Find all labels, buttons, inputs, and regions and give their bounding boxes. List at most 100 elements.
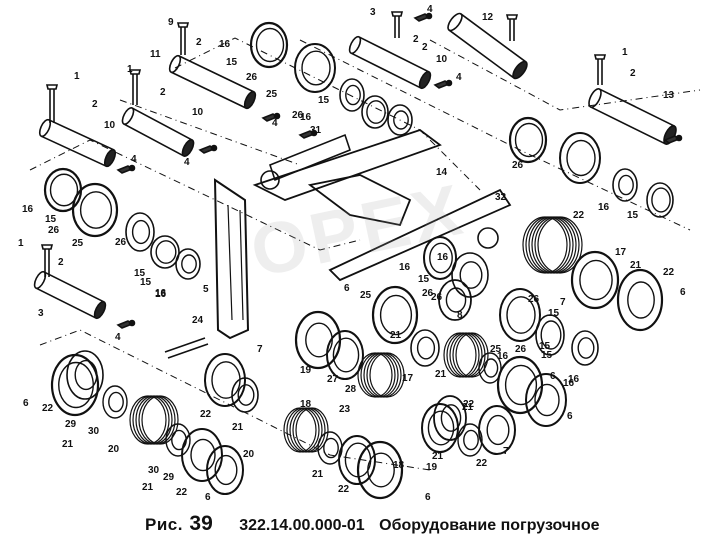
caption-figure-number: 39 [189, 512, 213, 535]
grease-fitting [116, 164, 136, 174]
grease-fitting [198, 144, 218, 154]
ring-25-r [559, 132, 601, 184]
part-label-2: 2 [630, 68, 636, 79]
part-label-28: 28 [345, 384, 357, 395]
ring-22c [50, 353, 100, 417]
part-label-6: 6 [425, 492, 431, 503]
ring-18 [433, 395, 467, 441]
part-label-25: 25 [266, 89, 278, 100]
part-label-1: 1 [18, 238, 24, 249]
part-label-27: 27 [327, 374, 339, 385]
part-label-19: 19 [426, 462, 438, 473]
ring-16-top [361, 95, 389, 129]
bolt-1d [40, 244, 54, 277]
part-label-4: 4 [272, 118, 278, 129]
part-label-14: 14 [436, 167, 448, 178]
bolt-1 [45, 84, 59, 123]
part-label-25: 25 [360, 290, 372, 301]
parts-layer [29, 11, 701, 500]
ring-21b [478, 352, 502, 384]
part-label-26: 26 [292, 110, 304, 121]
part-label-15: 15 [140, 277, 152, 288]
part-label-21: 21 [62, 439, 74, 450]
part-label-22: 22 [663, 267, 675, 278]
ring-16-m [423, 236, 457, 280]
part-label-21: 21 [630, 260, 642, 271]
part-label-13: 13 [663, 90, 675, 101]
bushing-20b [283, 407, 329, 453]
part-label-8: 8 [457, 310, 463, 321]
part-label-4: 4 [115, 332, 121, 343]
part-label-21: 21 [462, 402, 474, 413]
part-label-3: 3 [38, 308, 44, 319]
bolt-3b [505, 14, 519, 41]
ring-16b [150, 235, 180, 269]
caption-title: Оборудование погрузочное [379, 517, 600, 534]
ring-27 [326, 330, 364, 380]
grease-fitting [298, 129, 318, 139]
seal-16-r [508, 116, 548, 164]
part-label-6: 6 [205, 492, 211, 503]
part-label-32: 32 [495, 192, 507, 203]
bushing-23 [357, 352, 405, 398]
part-label-19: 19 [300, 365, 312, 376]
part-label-1: 1 [622, 47, 628, 58]
part-label-29: 29 [163, 472, 175, 483]
ring-21e [457, 423, 483, 457]
part-label-6: 6 [23, 398, 29, 409]
part-label-15: 15 [134, 268, 146, 279]
part-label-22: 22 [42, 403, 54, 414]
bushing-17 [522, 216, 583, 274]
part-label-2: 2 [92, 99, 98, 110]
part-label-26: 26 [515, 344, 527, 355]
bolt-1c [593, 54, 607, 85]
part-label-15: 15 [548, 308, 560, 319]
part-label-16: 16 [497, 351, 509, 362]
part-label-12: 12 [482, 12, 494, 23]
ring-25-m [499, 288, 541, 342]
ring-15-top [339, 78, 365, 112]
part-label-21: 21 [232, 422, 244, 433]
part-label-22: 22 [463, 399, 475, 410]
part-label-16: 16 [155, 289, 167, 300]
part-label-16: 16 [22, 204, 34, 215]
part-label-16: 16 [399, 262, 411, 273]
figure-caption: Рис. 39 322.14.00.000-01 Оборудование по… [145, 512, 600, 535]
part-label-1: 1 [74, 71, 80, 82]
bolt-9 [176, 22, 190, 55]
ring-26-m2 [535, 314, 565, 356]
center-line [174, 37, 481, 191]
cylinder-31 [269, 133, 351, 182]
part-label-21: 21 [312, 469, 324, 480]
part-label-1: 1 [127, 64, 133, 75]
part-label-2: 2 [422, 42, 428, 53]
grease-fitting [663, 134, 683, 144]
link-14 [252, 128, 442, 201]
ring-16c [175, 248, 201, 280]
part-label-21: 21 [390, 330, 402, 341]
bushing-17b [443, 332, 489, 378]
part-label-17: 17 [615, 247, 627, 258]
part-label-15: 15 [418, 274, 430, 285]
part-label-10: 10 [192, 107, 204, 118]
seal-16 [43, 167, 83, 213]
rod-24 [164, 337, 209, 359]
part-label-2: 2 [196, 37, 202, 48]
part-label-26: 26 [528, 294, 540, 305]
part-label-10: 10 [104, 120, 116, 131]
ring-22 [570, 250, 620, 310]
ring-15 [125, 212, 155, 252]
part-label-26: 26 [246, 72, 258, 83]
part-label-16: 16 [563, 378, 575, 389]
pin-10-upper [348, 35, 432, 90]
grease-fitting [261, 112, 281, 122]
part-label-26: 26 [512, 160, 524, 171]
part-label-16: 16 [155, 288, 167, 299]
part-label-7: 7 [560, 297, 566, 308]
ring-15-r [612, 168, 638, 202]
part-label-5: 5 [203, 284, 209, 295]
part-label-22: 22 [338, 484, 350, 495]
caption-prefix: Рис. [145, 515, 183, 534]
